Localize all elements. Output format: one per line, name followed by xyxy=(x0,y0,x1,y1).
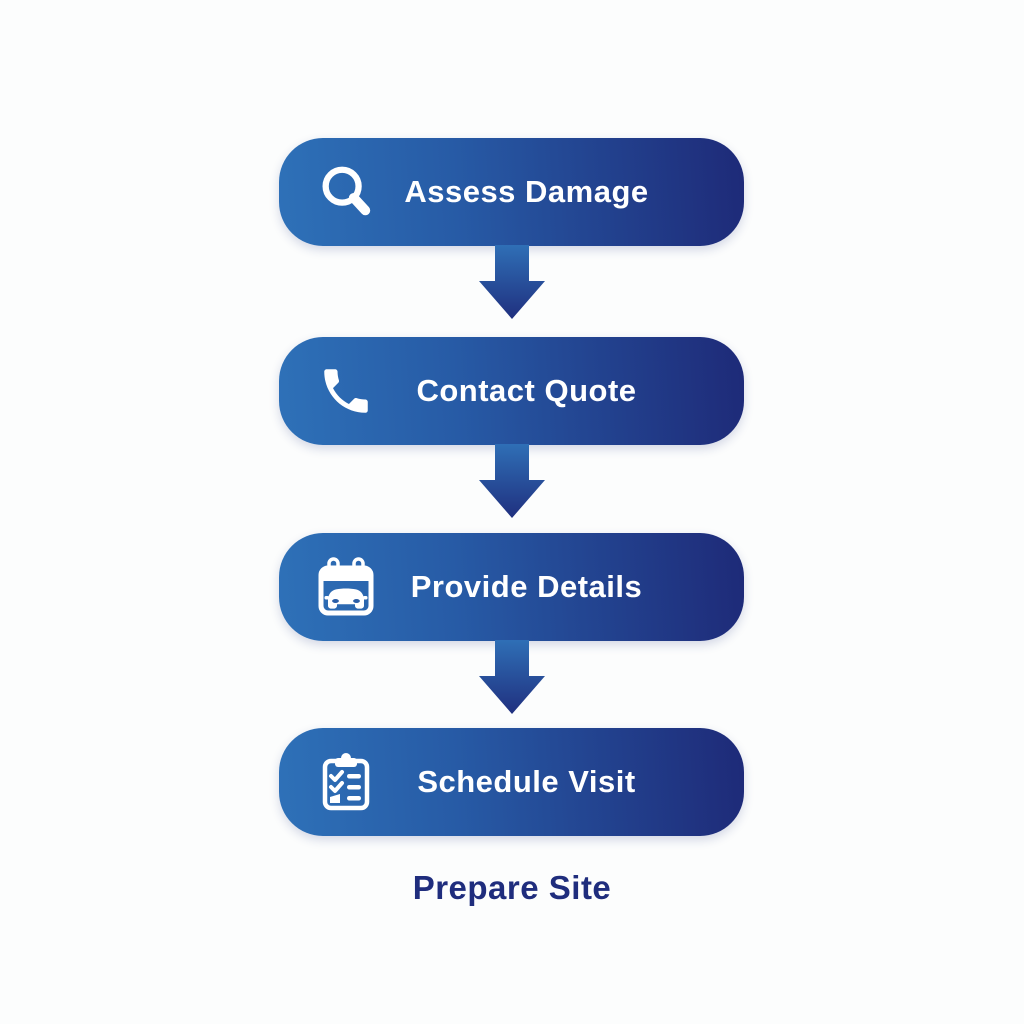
clipboard-checklist-icon xyxy=(313,749,379,815)
step-label: Schedule Visit xyxy=(417,764,636,799)
down-arrow xyxy=(479,444,545,518)
step-provide-details: Provide Details xyxy=(279,533,744,641)
calendar-car-icon xyxy=(313,554,379,620)
step-label: Assess Damage xyxy=(404,174,649,209)
footer-label-prepare-site: Prepare Site xyxy=(412,869,612,906)
step-assess-damage: Assess Damage xyxy=(279,138,744,246)
magnifier-icon xyxy=(313,159,379,225)
step-contact-quote: Contact Quote xyxy=(279,337,744,445)
step-schedule-visit: Schedule Visit xyxy=(279,728,744,836)
step-label: Provide Details xyxy=(410,569,643,604)
phone-icon xyxy=(313,358,379,424)
step-label: Contact Quote xyxy=(416,373,637,408)
down-arrow xyxy=(479,640,545,714)
down-arrow xyxy=(479,245,545,319)
